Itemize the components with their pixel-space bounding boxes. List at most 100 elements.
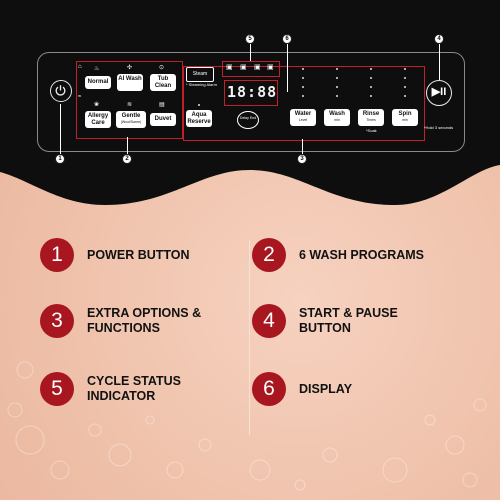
status-lock-icon: ▣ (267, 64, 274, 71)
led-dot (336, 68, 338, 70)
panel-frame (37, 52, 465, 152)
marker-4: 4 (434, 34, 444, 44)
program-ai-wash-button[interactable]: AI Wash (117, 74, 143, 91)
program-duvet-label: Duvet (154, 116, 172, 122)
wifi-icon: ≈ (78, 94, 82, 100)
cycle-status-outline (222, 61, 280, 77)
legend-badge-1: 1 (40, 238, 74, 272)
aqua-led (198, 104, 200, 106)
status-rinse-icon: ▣ (240, 64, 247, 71)
hold-note: *Hold 3 seconds (424, 125, 454, 130)
marker-line-4 (439, 44, 440, 80)
legend-badge-2: 2 (252, 238, 286, 272)
marker-line-1 (60, 104, 61, 154)
marker-1: 1 (55, 154, 65, 164)
program-tub-clean-label: Tub Clean (154, 76, 172, 89)
led-dot (302, 86, 304, 88)
option-wash-sub: min (334, 118, 340, 122)
program-gentle-label: Gentle (121, 113, 141, 119)
display-digits: 18:88 (227, 83, 278, 101)
panel: ⌂ ≈ Normal AI Wash Tub Clean Allergy Car… (0, 0, 500, 220)
tub-icon: ⊙ (159, 65, 165, 71)
legend-item-4: 4 START & PAUSE BUTTON (252, 304, 482, 344)
legend-label-1: POWER BUTTON (87, 248, 190, 262)
program-ai-wash-label: AI Wash (118, 76, 142, 82)
display-outline (224, 80, 278, 106)
led-dot (404, 68, 406, 70)
option-wash-label: Wash (329, 111, 345, 117)
gentle-icon: ≋ (127, 102, 133, 108)
steam-note: * Steaming Alarm (186, 82, 217, 87)
option-spin-label: Spin (398, 111, 412, 117)
marker-5: 5 (245, 34, 255, 44)
child-lock-icon: ⌂ (78, 64, 82, 70)
start-pause-button[interactable]: ▶II (426, 80, 452, 106)
legend-badge-6: 6 (252, 372, 286, 406)
led-dot (336, 77, 338, 79)
led-dot (370, 86, 372, 88)
marker-2: 2 (122, 154, 132, 164)
led-dot (302, 68, 304, 70)
program-allergy-care-button[interactable]: Allergy Care (85, 111, 111, 128)
marker-6: 6 (282, 34, 292, 44)
program-duvet-button[interactable]: Duvet (150, 113, 176, 126)
program-gentle-button[interactable]: Gentle(Wool/Saree) (116, 111, 146, 128)
program-gentle-sub: (Wool/Saree) (120, 120, 142, 124)
led-dot (404, 86, 406, 88)
led-dot (404, 95, 406, 97)
legend-label-3: EXTRA OPTIONS & FUNCTIONS (87, 306, 202, 335)
option-rinse-label: Rinse (362, 111, 380, 117)
legend-label-6: DISPLAY (299, 382, 353, 396)
power-button[interactable] (50, 80, 72, 102)
led-dot (336, 95, 338, 97)
option-water-label: Water (294, 111, 312, 117)
legend-divider (249, 240, 250, 435)
soak-note: *Soak (366, 128, 377, 133)
led-dot (370, 68, 372, 70)
aqua-reserve-button[interactable]: Aqua Reserve (186, 110, 212, 127)
panel-shape (0, 0, 500, 205)
led-dot (370, 95, 372, 97)
legend-item-3: 3 EXTRA OPTIONS & FUNCTIONS (40, 304, 240, 344)
led-dot (302, 77, 304, 79)
marker-line-5 (250, 44, 251, 61)
play-pause-icon: ▶II (431, 86, 447, 98)
aqua-reserve-label: Aqua Reserve (187, 112, 211, 125)
led-dot (336, 86, 338, 88)
delay-end-button[interactable]: Delay End (237, 111, 259, 129)
power-icon (55, 85, 66, 96)
legend-item-5: 5 CYCLE STATUS INDICATOR (40, 372, 240, 412)
steam-button[interactable]: Steam (186, 67, 214, 82)
legend-badge-4: 4 (252, 304, 286, 338)
normal-icon: ♨ (94, 66, 100, 72)
status-spin-icon: ▣ (254, 64, 261, 71)
led-dot (370, 77, 372, 79)
marker-line-3 (302, 139, 303, 154)
duvet-icon: ▤ (159, 102, 165, 108)
options-outline (183, 66, 425, 141)
led-dot (302, 95, 304, 97)
option-rinse-sub: Times (366, 118, 376, 122)
legend-item-6: 6 DISPLAY (252, 372, 482, 412)
legend-badge-5: 5 (40, 372, 74, 406)
led-dot (404, 77, 406, 79)
programs-outline (76, 61, 183, 139)
legend-label-5: CYCLE STATUS INDICATOR (87, 374, 181, 403)
program-allergy-care-label: Allergy Care (87, 113, 109, 126)
legend-badge-3: 3 (40, 304, 74, 338)
program-normal-button[interactable]: Normal (85, 76, 111, 89)
program-tub-clean-button[interactable]: Tub Clean (150, 74, 176, 91)
legend-label-2: 6 WASH PROGRAMS (299, 248, 425, 262)
marker-line-6 (287, 44, 288, 92)
option-water-sub: Level (298, 118, 308, 122)
marker-3: 3 (297, 154, 307, 164)
marker-line-2 (127, 137, 128, 154)
legend-item-2: 2 6 WASH PROGRAMS (252, 238, 482, 278)
legend-item-1: 1 POWER BUTTON (40, 238, 240, 278)
